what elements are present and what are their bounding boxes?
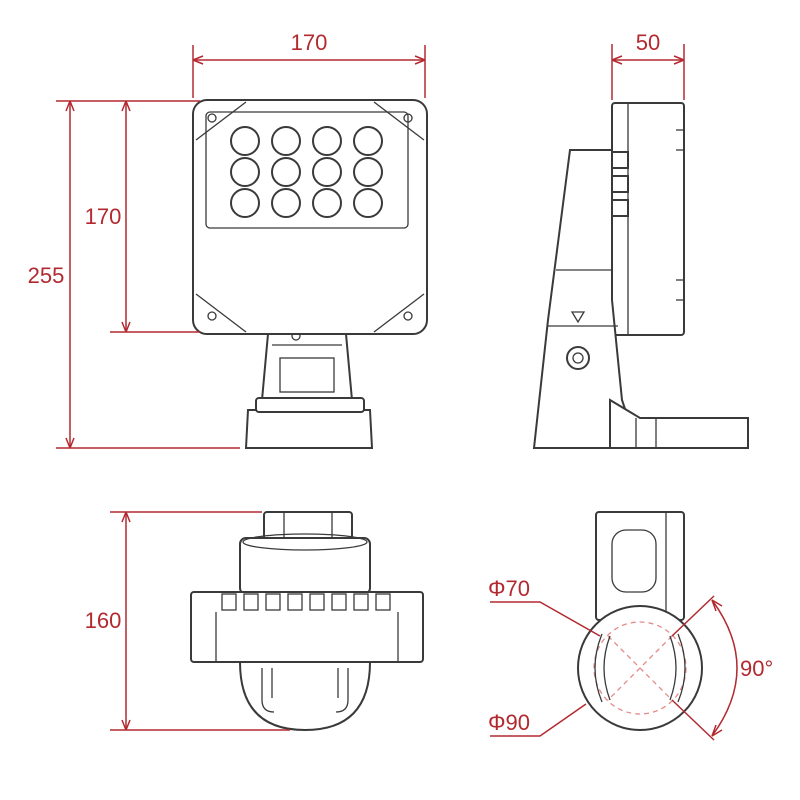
bracket-cross-2 xyxy=(607,635,673,701)
fin-notch xyxy=(243,593,259,611)
bottom-arrows xyxy=(121,511,131,731)
fin-notch xyxy=(221,593,237,611)
dim-front-total-height: 255 xyxy=(28,263,65,288)
front-base-top xyxy=(255,397,365,413)
front-head-housing xyxy=(192,99,428,335)
front-screw-tl xyxy=(207,113,217,123)
fin-notch xyxy=(287,593,303,611)
fin-notch xyxy=(331,593,347,611)
dim-front-head-height: 170 xyxy=(85,204,122,229)
angle-arc xyxy=(711,599,738,737)
bracket-window xyxy=(611,529,657,593)
bracket-hole-inner xyxy=(593,621,687,715)
angle-arrows xyxy=(711,599,723,737)
fin-notch xyxy=(265,593,281,611)
front-stand-window xyxy=(279,357,335,393)
bottom-housing xyxy=(190,591,424,663)
dim-bracket-hole-inner: Φ70 xyxy=(488,576,530,601)
front-corner-tr xyxy=(373,101,425,141)
front-view: 170 170 255 xyxy=(28,30,428,449)
led-lens xyxy=(230,188,260,218)
front-lens-panel xyxy=(205,111,409,229)
led-lens xyxy=(271,188,301,218)
front-total-arrows xyxy=(65,100,75,449)
bottom-slot-right xyxy=(335,668,349,713)
dim-bracket-hole-outer: Φ90 xyxy=(488,710,530,735)
fin-notch xyxy=(353,593,369,611)
dim-side-depth: 50 xyxy=(636,30,660,55)
bracket-upper-block xyxy=(595,511,685,621)
side-tab-2 xyxy=(611,175,629,193)
side-depth-arrows xyxy=(611,55,685,65)
led-lens xyxy=(271,157,301,187)
bottom-slot-left xyxy=(261,668,275,713)
front-base xyxy=(244,409,374,449)
dim-front-width: 170 xyxy=(291,30,328,55)
side-tab-1 xyxy=(611,151,629,169)
bottom-dome xyxy=(238,661,372,732)
bottom-cylinder xyxy=(239,537,371,595)
side-pivot-bolt xyxy=(572,352,584,364)
side-foot xyxy=(609,398,749,449)
front-head-arrows xyxy=(121,100,131,333)
bottom-fin-row xyxy=(221,593,391,611)
side-view: 50 xyxy=(532,30,749,449)
front-width-arrows xyxy=(192,55,426,65)
angle-ray-1 xyxy=(671,595,715,637)
bracket-slot-right-outer xyxy=(677,633,686,703)
front-screw-bl xyxy=(207,311,217,321)
dim-rotation-angle: 90° xyxy=(740,656,773,681)
led-lens xyxy=(353,188,383,218)
bracket-slot-left-outer xyxy=(594,633,603,703)
side-arrow-mark xyxy=(570,311,586,324)
bracket-view: Φ70 Φ90 90° xyxy=(488,511,773,741)
side-tab-3 xyxy=(611,199,629,217)
side-pivot-nut xyxy=(566,346,590,370)
bracket-slot-left-inner xyxy=(603,635,611,701)
leader-phi90 xyxy=(490,703,587,737)
led-lens xyxy=(312,157,342,187)
front-corner-tl xyxy=(195,101,247,141)
front-screw-br xyxy=(403,311,413,321)
front-corner-bl xyxy=(195,293,247,333)
led-lens xyxy=(230,126,260,156)
led-lens xyxy=(353,126,383,156)
led-grid xyxy=(230,126,383,218)
front-corner-br xyxy=(373,293,425,333)
fin-notch xyxy=(375,593,391,611)
bracket-slot-right-inner xyxy=(669,635,677,701)
angle-ray-2 xyxy=(671,699,715,741)
led-lens xyxy=(230,157,260,187)
bottom-cylinder-rim xyxy=(242,533,368,551)
front-stand-stem xyxy=(260,333,354,401)
side-housing xyxy=(611,102,685,336)
led-lens xyxy=(271,126,301,156)
led-lens xyxy=(312,126,342,156)
led-lens xyxy=(353,157,383,187)
bottom-view: 160 xyxy=(85,511,424,732)
leader-phi70 xyxy=(490,601,601,637)
fin-notch xyxy=(309,593,325,611)
dim-bottom-height: 160 xyxy=(85,608,122,633)
led-lens xyxy=(312,188,342,218)
